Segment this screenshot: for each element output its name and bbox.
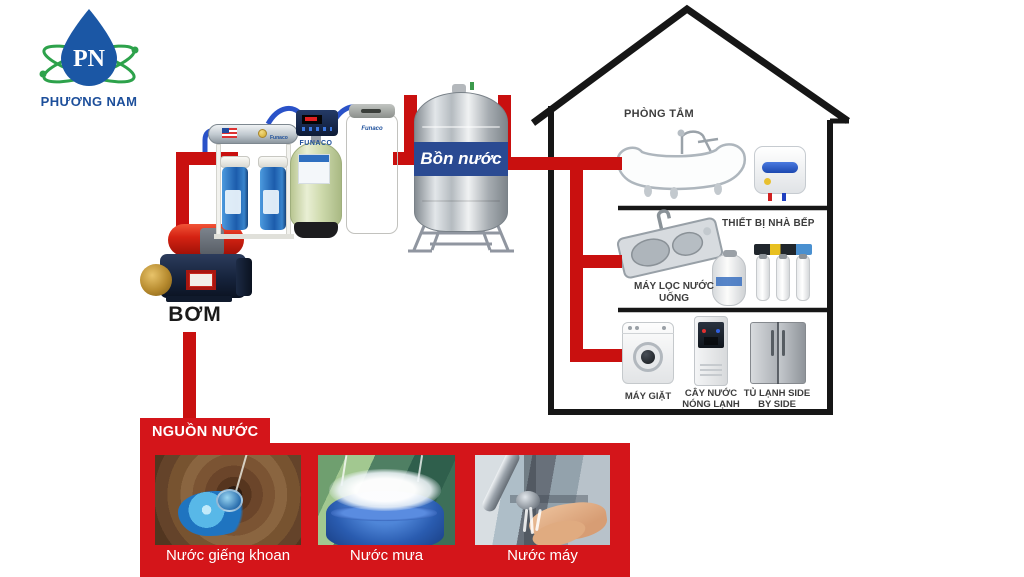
softener-cabinet-icon: Funaco (346, 104, 398, 234)
source-title: NGUỒN NƯỚC (152, 423, 259, 440)
washing-machine-icon (622, 322, 674, 384)
pipe-tank-inlet (404, 95, 417, 165)
control-valve-icon (296, 110, 338, 136)
roof-line (530, 4, 850, 126)
storage-tank-icon: Bồn nước (414, 82, 508, 252)
source-item-label: Nước giếng khoan (165, 547, 291, 564)
kitchen-sink-icon (616, 209, 724, 279)
washer-label: MÁY GIẶT (624, 391, 672, 402)
logo-initials: PN (73, 46, 106, 72)
rain-barrel-photo (318, 455, 455, 545)
logo-drop-icon: PN (39, 9, 139, 86)
ro-filter-icon (712, 238, 814, 306)
filter-brand-label: Funaco (270, 135, 288, 141)
storage-tank-label: Bồn nước (420, 149, 502, 168)
softener-brand-label: Funaco (361, 126, 383, 132)
pipe-to-kitchen (570, 255, 622, 268)
tap-photo (475, 455, 610, 545)
ro-label: MÁY LỌC NƯỚC UỐNG (634, 281, 714, 304)
pump-label: BƠM (168, 303, 222, 326)
frp-filter-tank-icon: FUNACO (288, 110, 344, 238)
pipe-to-bathroom (498, 157, 622, 170)
source-title-tab: NGUỒN NƯỚC (140, 418, 271, 445)
bathroom-label: PHÒNG TẮM (624, 108, 694, 120)
source-item-label: Nước mưa (349, 547, 424, 564)
water-heater-icon (754, 146, 806, 202)
water-dispenser-icon (694, 316, 728, 386)
pipe-pump-up (176, 152, 189, 230)
dispenser-label: CÂY NƯỚC NÓNG LẠNH (682, 388, 740, 411)
well-photo (155, 455, 301, 545)
twin-filter-icon: Funaco (206, 112, 302, 240)
frp-brand-label: FUNACO (299, 140, 333, 147)
pipe-to-laundry (570, 349, 622, 362)
pipe-source-to-pump (183, 332, 196, 420)
flag-icon (222, 128, 237, 138)
source-box: Nước giếng khoan Nước mưa Nước máy (140, 443, 630, 577)
source-item-label: Nước máy (507, 547, 578, 564)
bathtub-icon (616, 129, 746, 199)
fridge-label: TỦ LẠNH SIDE BY SIDE (743, 388, 811, 411)
logo-company-name: PHƯƠNG NAM (40, 94, 138, 109)
uv-lamp-icon (258, 129, 267, 138)
company-logo: PN PHƯƠNG NAM (14, 4, 164, 114)
fridge-icon (750, 322, 806, 384)
kitchen-label: THIẾT BỊ NHÀ BẾP (722, 218, 815, 229)
